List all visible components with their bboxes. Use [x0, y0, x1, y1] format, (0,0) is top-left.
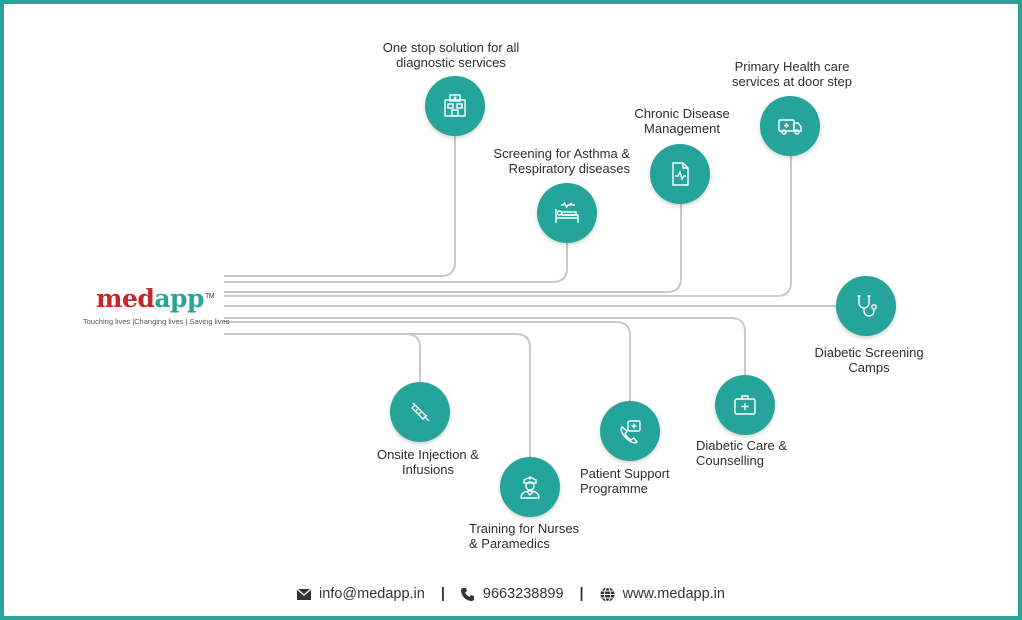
label-chronic: Chronic Disease Management: [622, 106, 742, 136]
label-line: Camps: [848, 360, 890, 375]
label-asthma: Screening for Asthma & Respiratory disea…: [474, 146, 630, 176]
node-diabetic-care: [715, 375, 775, 435]
hospital-icon: [444, 94, 466, 117]
website-text[interactable]: www.medapp.in: [622, 586, 725, 602]
email-contact[interactable]: info@medapp.in: [297, 586, 425, 602]
label-training: Training for Nurses & Paramedics: [469, 521, 599, 551]
label-line: & Paramedics: [469, 536, 550, 551]
trademark: TM: [205, 293, 215, 300]
label-patient-support: Patient Support Programme: [580, 466, 700, 496]
logo-app: app: [154, 284, 205, 313]
label-line: Primary Health care: [734, 59, 850, 74]
envelope-icon: [297, 588, 312, 600]
node-chronic: [650, 144, 710, 204]
label-primary-care: Primary Health care services at door ste…: [722, 59, 862, 89]
contact-footer: info@medapp.in | 9663238899 | www.medapp…: [4, 586, 1018, 602]
node-primary-care: [760, 96, 820, 156]
phone-text[interactable]: 9663238899: [482, 586, 564, 602]
label-diabetic-care: Diabetic Care & Counselling: [696, 438, 806, 468]
label-line: Programme: [580, 481, 648, 496]
medapp-logo: medappTM: [96, 284, 215, 313]
label-line: Screening for Asthma &: [493, 146, 630, 161]
phone-icon: [460, 588, 474, 601]
label-line: Management: [644, 121, 720, 136]
label-injection: Onsite Injection & Infusions: [366, 447, 490, 477]
label-line: Respiratory diseases: [508, 161, 630, 176]
label-line: One stop solution for all: [382, 40, 520, 55]
label-line: diagnostic services: [396, 55, 506, 70]
syringe-icon: [411, 402, 430, 422]
node-injection: [390, 382, 450, 442]
connector-lines: [224, 134, 836, 459]
label-diagnostic: One stop solution for all diagnostic ser…: [376, 40, 526, 70]
label-line: Counselling: [696, 453, 764, 468]
heartbeat-document-icon: [672, 162, 689, 186]
phone-support-icon: [620, 420, 641, 444]
label-line: Diabetic Care &: [696, 438, 788, 453]
label-line: services at door step: [732, 74, 852, 89]
patient-bed-icon: [555, 201, 579, 223]
node-asthma: [537, 183, 597, 243]
separator: |: [579, 586, 584, 602]
node-patient-support: [600, 401, 660, 461]
nurse-icon: [520, 476, 540, 499]
label-line: Onsite Injection &: [377, 447, 479, 462]
label-line: Chronic Disease: [634, 106, 730, 121]
website-contact[interactable]: www.medapp.in: [600, 586, 725, 602]
node-diagnostic: [425, 76, 485, 136]
phone-contact[interactable]: 9663238899: [460, 586, 564, 602]
stethoscope-icon: [857, 295, 877, 317]
email-text[interactable]: info@medapp.in: [319, 586, 425, 602]
label-line: Patient Support: [580, 466, 670, 481]
globe-icon: [600, 586, 615, 602]
medical-kit-icon: [734, 395, 756, 415]
ambulance-icon: [778, 119, 802, 135]
label-diabetic-screening: Diabetic Screening Camps: [809, 345, 929, 375]
node-training: [500, 457, 560, 517]
tagline: Touching lives |Changing lives | Saving …: [83, 317, 230, 326]
node-diabetic-screening: [836, 276, 896, 336]
separator: |: [440, 586, 445, 602]
label-line: Training for Nurses: [469, 521, 580, 536]
label-line: Infusions: [401, 462, 455, 477]
logo-med: med: [96, 284, 155, 313]
label-line: Diabetic Screening: [814, 345, 924, 360]
